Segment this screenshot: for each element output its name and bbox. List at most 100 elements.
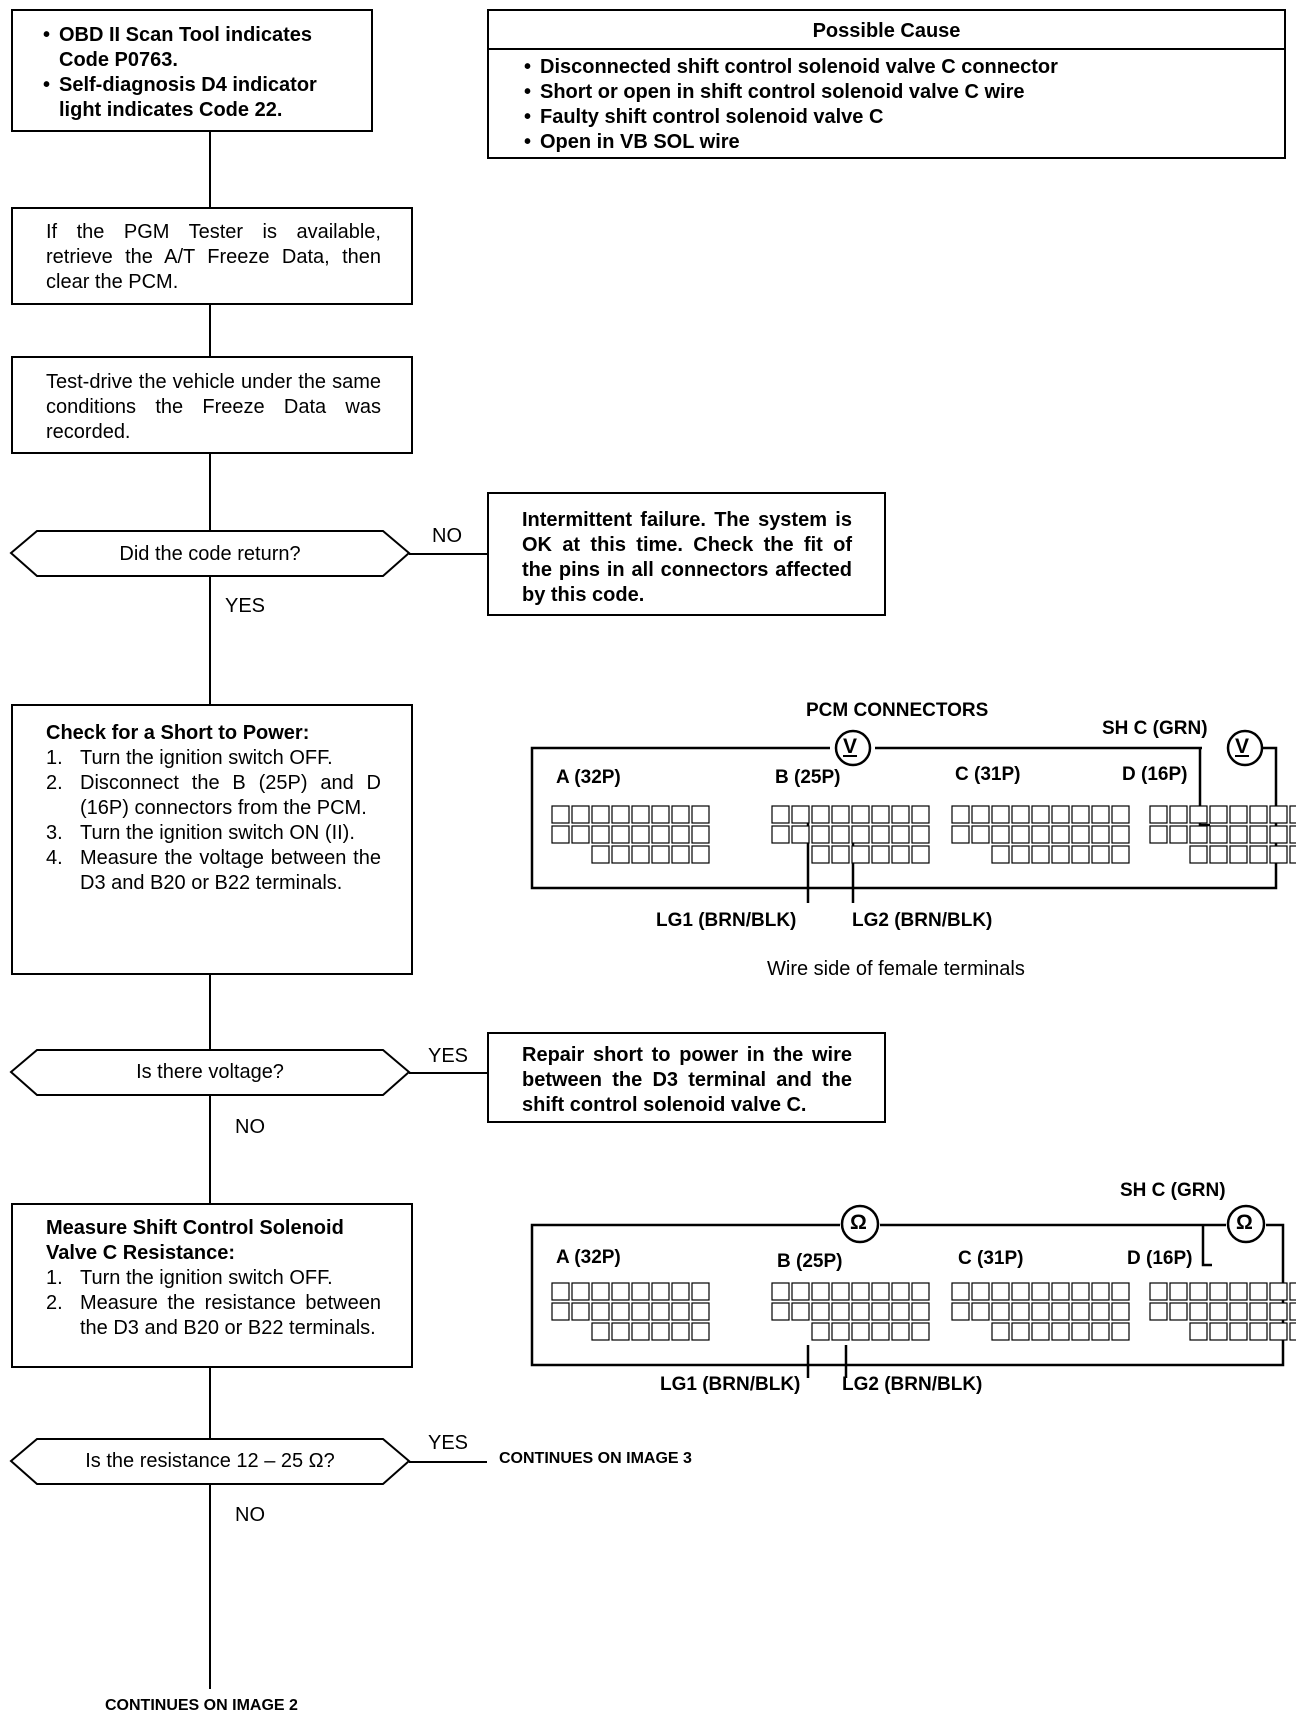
connector-pin bbox=[1111, 825, 1130, 844]
connector-pin bbox=[1111, 1282, 1130, 1301]
decision-resistance: Is the resistance 12 – 25 Ω? bbox=[85, 1450, 335, 1472]
connector-pin bbox=[1209, 1282, 1228, 1301]
connector-pin bbox=[1111, 805, 1130, 824]
connector-pin bbox=[691, 805, 710, 824]
decision1-yes-label: YES bbox=[225, 595, 266, 617]
connector-pin bbox=[891, 805, 910, 824]
connector-pin bbox=[1149, 805, 1168, 824]
connector-pin bbox=[591, 805, 610, 824]
connector-pin bbox=[651, 1322, 670, 1341]
connector-pin bbox=[651, 1302, 670, 1321]
connector-pin bbox=[831, 1322, 850, 1341]
connector-pin bbox=[691, 1302, 710, 1321]
connector-pin bbox=[571, 1302, 590, 1321]
connector-pin bbox=[1091, 805, 1110, 824]
connector-pin bbox=[551, 1282, 570, 1301]
connector-pin bbox=[951, 1282, 970, 1301]
connector-pin bbox=[1011, 1302, 1030, 1321]
connector-pin bbox=[1209, 1322, 1228, 1341]
connector-pin bbox=[691, 1322, 710, 1341]
connector-pin bbox=[871, 825, 890, 844]
connector-pin bbox=[1289, 1322, 1296, 1341]
flow-line bbox=[409, 553, 487, 555]
connector-pin bbox=[1091, 1322, 1110, 1341]
connector-pin bbox=[1269, 1282, 1288, 1301]
connector-pin bbox=[611, 1282, 630, 1301]
connector-pin bbox=[1189, 845, 1208, 864]
connector-pin bbox=[591, 825, 610, 844]
possible-cause-title: Possible Cause bbox=[489, 11, 1284, 50]
connector-pin bbox=[1091, 1282, 1110, 1301]
connector-pin bbox=[1189, 825, 1208, 844]
connector-pin bbox=[1149, 1282, 1168, 1301]
connector-pin bbox=[991, 1302, 1010, 1321]
connector-pin bbox=[1209, 805, 1228, 824]
connector-pin bbox=[1169, 1302, 1188, 1321]
connector-pin bbox=[771, 825, 790, 844]
connector-pin bbox=[911, 1282, 930, 1301]
connector-pin bbox=[871, 805, 890, 824]
connector-pin bbox=[1249, 825, 1268, 844]
connector-pin bbox=[1169, 825, 1188, 844]
connector-pin bbox=[1031, 805, 1050, 824]
connector-pin bbox=[971, 825, 990, 844]
connector-pin bbox=[651, 805, 670, 824]
ohmmeter-label: Ω bbox=[850, 1211, 867, 1234]
connector-pin bbox=[671, 1282, 690, 1301]
cause-item: Short or open in shift control solenoid … bbox=[524, 80, 1284, 105]
measure-box-title: Measure Shift Control Solenoid Valve C R… bbox=[46, 1217, 344, 1264]
connector-pin bbox=[671, 825, 690, 844]
connector-pin bbox=[811, 845, 830, 864]
connector-pin bbox=[651, 1282, 670, 1301]
voltmeter-label: V bbox=[1235, 735, 1250, 758]
connector-pin bbox=[851, 805, 870, 824]
shc-wire bbox=[1198, 748, 1210, 827]
connector-pin bbox=[1229, 845, 1248, 864]
step-item: 1.Turn the ignition switch OFF. bbox=[46, 1267, 333, 1289]
connector-pin bbox=[651, 825, 670, 844]
connector-pin bbox=[891, 1282, 910, 1301]
connector-pin bbox=[691, 825, 710, 844]
flow-line bbox=[209, 1484, 211, 1689]
connector-pin bbox=[1169, 805, 1188, 824]
connector-pin bbox=[1229, 1302, 1248, 1321]
connector-pin bbox=[1229, 805, 1248, 824]
connector-pin bbox=[1289, 845, 1296, 864]
connector-pin bbox=[591, 845, 610, 864]
connector-pin bbox=[1111, 1302, 1130, 1321]
connector-pin bbox=[971, 1282, 990, 1301]
connector-pin bbox=[811, 825, 830, 844]
connector-pin bbox=[891, 1302, 910, 1321]
connector-pin bbox=[951, 1302, 970, 1321]
diagram2-pins bbox=[551, 1282, 1296, 1341]
continues-image-2: CONTINUES ON IMAGE 2 bbox=[105, 1697, 298, 1714]
connector-pin bbox=[1189, 1302, 1208, 1321]
connector-pin bbox=[1011, 825, 1030, 844]
connector-pin bbox=[851, 845, 870, 864]
connector-pin bbox=[871, 845, 890, 864]
flow-line bbox=[209, 305, 211, 356]
connector-pin bbox=[891, 825, 910, 844]
connector-pin bbox=[1071, 825, 1090, 844]
connector-pin bbox=[1011, 1282, 1030, 1301]
decision3-yes-label: YES bbox=[428, 1432, 469, 1454]
diagram2-shc-label: SH C (GRN) bbox=[1120, 1180, 1226, 1201]
flow-line bbox=[209, 132, 211, 207]
connector-pin bbox=[871, 1302, 890, 1321]
connector-pin bbox=[691, 1282, 710, 1301]
short-to-power-box: Check for a Short to Power: 1.Turn the i… bbox=[11, 704, 413, 975]
connector-pin bbox=[591, 1282, 610, 1301]
test-drive-box: Test-drive the vehicle under the same co… bbox=[11, 356, 413, 454]
connector-pin bbox=[671, 845, 690, 864]
connector-pin bbox=[811, 1302, 830, 1321]
connector-pin bbox=[851, 1282, 870, 1301]
flow-line bbox=[409, 1072, 487, 1074]
connector-pin bbox=[1071, 805, 1090, 824]
cause-item: Faulty shift control solenoid valve C bbox=[524, 105, 1284, 130]
diagram1-conn-a: A (32P) bbox=[556, 767, 621, 788]
connector-pin bbox=[1289, 1282, 1296, 1301]
connector-pin bbox=[871, 1282, 890, 1301]
connector-pin bbox=[991, 1282, 1010, 1301]
connector-pin bbox=[851, 825, 870, 844]
continues-image-3: CONTINUES ON IMAGE 3 bbox=[499, 1450, 692, 1467]
